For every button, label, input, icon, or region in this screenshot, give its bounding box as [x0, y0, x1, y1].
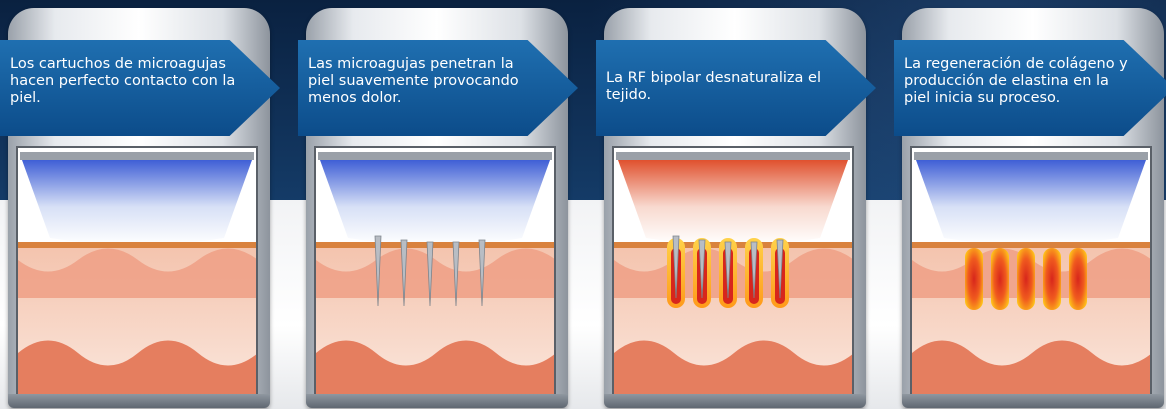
step-banner-3: La RF bipolar desnaturaliza el tejido. — [596, 40, 876, 136]
applicator-tip — [22, 160, 252, 245]
microneedles — [672, 235, 784, 299]
step-text-1: Los cartuchos de microagujas hacen perfe… — [10, 56, 236, 106]
panel-base — [306, 394, 568, 408]
applicator-plate — [20, 152, 254, 160]
step-text-3: La RF bipolar desnaturaliza el tejido. — [606, 70, 821, 103]
microneedles — [374, 235, 486, 307]
step-illustration-3 — [612, 146, 854, 400]
panel-base — [8, 394, 270, 408]
dermis-wave-upper — [18, 248, 256, 298]
step-illustration-2 — [314, 146, 556, 400]
step-panel-2: Las microagujas penetran la piel suaveme… — [298, 8, 578, 408]
step-panel-3: La RF bipolar desnaturaliza el tejido. — [596, 8, 876, 408]
step-banner-1: Los cartuchos de microagujas hacen perfe… — [0, 40, 280, 136]
epidermis-layer — [18, 242, 256, 248]
step-text-4: La regeneración de colágeno y producción… — [904, 56, 1128, 106]
collagen-regeneration-zones — [965, 248, 1087, 310]
step-illustration-1 — [16, 146, 258, 400]
panel-base — [604, 394, 866, 408]
step-text-2: Las microagujas penetran la piel suaveme… — [308, 56, 519, 106]
step-illustration-4 — [910, 146, 1152, 400]
step-panel-4: La regeneración de colágeno y producción… — [894, 8, 1166, 408]
dermis-wave-lower — [18, 340, 256, 398]
step-banner-4: La regeneración de colágeno y producción… — [894, 40, 1166, 136]
panel-base — [902, 394, 1164, 408]
step-panel-1: Los cartuchos de microagujas hacen perfe… — [0, 8, 280, 408]
step-banner-2: Las microagujas penetran la piel suaveme… — [298, 40, 578, 136]
